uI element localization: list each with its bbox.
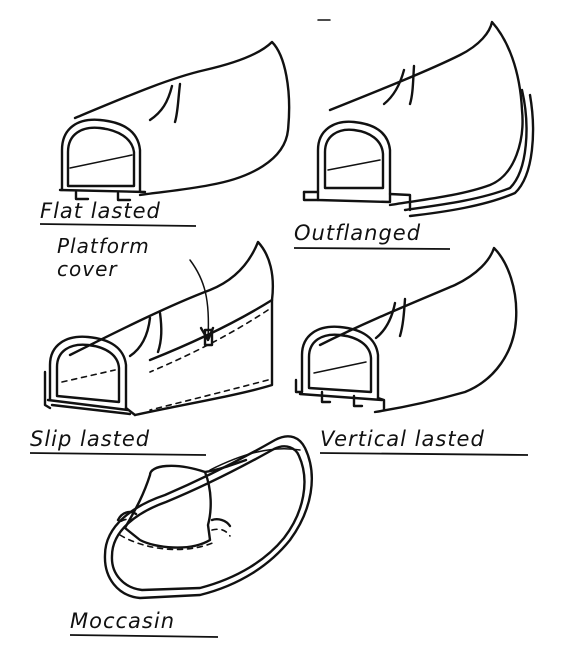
vertical-lasted-underline bbox=[319, 452, 529, 456]
slip-lasted-shoe bbox=[43, 240, 274, 417]
flat-lasted-shoe bbox=[58, 40, 291, 202]
platform-cover-label-line2: cover bbox=[57, 257, 118, 281]
flat-lasted-underline bbox=[39, 223, 197, 227]
moccasin-underline bbox=[69, 634, 219, 638]
slip-lasted-underline bbox=[29, 452, 207, 456]
moccasin-shoe bbox=[103, 435, 313, 600]
vertical-lasted-label: Vertical lasted bbox=[320, 427, 485, 451]
outflanged-shoe bbox=[302, 20, 535, 218]
outflanged-label: Outflanged bbox=[294, 221, 421, 245]
flat-lasted-label: Flat lasted bbox=[40, 199, 161, 223]
outflanged-underline bbox=[293, 247, 451, 250]
platform-cover-label-line1: Platform bbox=[57, 234, 150, 258]
slip-lasted-label: Slip lasted bbox=[30, 427, 150, 451]
moccasin-label: Moccasin bbox=[70, 609, 175, 633]
vertical-lasted-shoe bbox=[294, 246, 518, 414]
